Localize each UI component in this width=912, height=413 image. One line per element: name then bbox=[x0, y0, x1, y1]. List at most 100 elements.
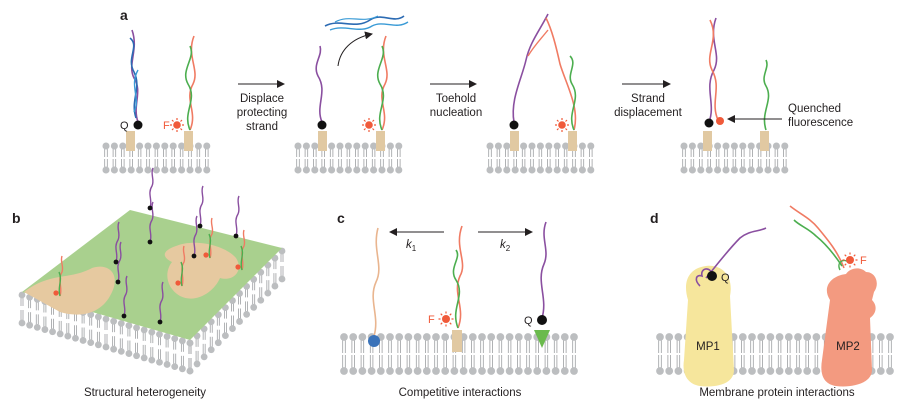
quenched-fluorophore bbox=[716, 117, 724, 125]
fluorophore-label: F bbox=[860, 255, 867, 267]
lipid-head bbox=[784, 333, 793, 341]
membrane-a-3 bbox=[486, 142, 595, 174]
lipid-head bbox=[496, 333, 505, 341]
probe-strand bbox=[149, 167, 154, 209]
lipid-head bbox=[376, 367, 385, 375]
stage-3-probes bbox=[509, 13, 577, 151]
membrane-a-1 bbox=[102, 142, 211, 174]
lipid-head bbox=[494, 166, 502, 174]
lipid-head bbox=[520, 142, 528, 150]
lipid-head bbox=[551, 333, 560, 341]
lipid-head bbox=[26, 321, 34, 329]
quencher-dot bbox=[121, 313, 127, 319]
lipid-head bbox=[110, 317, 118, 325]
lipid-head bbox=[757, 367, 766, 375]
lipid-head bbox=[587, 142, 595, 150]
lipid-head bbox=[714, 142, 722, 150]
lipid-head bbox=[674, 333, 683, 341]
membrane-a-2 bbox=[294, 142, 403, 174]
lipid-head bbox=[748, 333, 756, 341]
lipid-head bbox=[404, 333, 413, 341]
panel-a: a Q F Displace protecting strand bbox=[102, 7, 853, 174]
lipid-head bbox=[794, 367, 802, 375]
lipid-head bbox=[772, 142, 780, 150]
lipid-head bbox=[87, 339, 95, 347]
lipid-head bbox=[524, 367, 532, 375]
lipid-head bbox=[784, 367, 793, 375]
step-1-label-line-1: Displace bbox=[240, 93, 284, 105]
lipid-head bbox=[468, 367, 477, 375]
stage-2-probes bbox=[315, 15, 409, 151]
lipid-head bbox=[311, 166, 319, 174]
lipid-head bbox=[294, 166, 302, 174]
anchor-block bbox=[126, 131, 135, 151]
domain-patch bbox=[164, 242, 239, 299]
lipid-head bbox=[236, 318, 243, 325]
lipid-head bbox=[194, 142, 202, 150]
panel-c-caption: Competitive interactions bbox=[399, 387, 522, 399]
lipid-head bbox=[302, 142, 310, 150]
lipid-head bbox=[193, 360, 201, 368]
lipid-head bbox=[169, 142, 177, 150]
lipid-head bbox=[243, 310, 251, 318]
lipid-head bbox=[551, 367, 560, 375]
lipid-head bbox=[739, 166, 747, 174]
release-arrow bbox=[337, 31, 373, 67]
k2-label: k2 bbox=[500, 239, 511, 253]
lipid-head bbox=[705, 166, 713, 174]
lipid-head bbox=[302, 166, 310, 174]
lipid-head bbox=[264, 289, 272, 297]
panel-c: c k1 k2 F Q Competitive interactions bbox=[337, 210, 578, 399]
lipid-head bbox=[450, 367, 459, 375]
lipid-head bbox=[560, 333, 569, 341]
probe-strand bbox=[193, 215, 198, 257]
lipid-head bbox=[886, 333, 894, 341]
lipid-head bbox=[94, 313, 102, 321]
lipid-head bbox=[367, 367, 376, 375]
lipid-head bbox=[562, 166, 570, 174]
panel-b-letter: b bbox=[12, 210, 21, 226]
lipid-head bbox=[432, 333, 440, 341]
quencher-dot bbox=[191, 253, 197, 259]
lipid-head bbox=[144, 166, 152, 174]
lipid-head bbox=[370, 166, 378, 174]
stage-4-probes: Quenched fluorescence bbox=[703, 17, 853, 151]
step-2-label-line-2: nucleation bbox=[430, 107, 482, 119]
quencher-dot bbox=[537, 315, 547, 325]
lipid-head bbox=[336, 166, 344, 174]
probe-strand bbox=[241, 229, 246, 271]
panel-a-letter: a bbox=[120, 7, 128, 23]
lipid-head bbox=[133, 352, 140, 360]
lipid-head bbox=[119, 166, 127, 174]
quenched-label-line-1: Quenched bbox=[788, 103, 841, 115]
lipid-head bbox=[161, 166, 169, 174]
panel-b: b Structural heterogeneity bbox=[12, 167, 286, 399]
lipid-head bbox=[570, 367, 578, 375]
lipid-head bbox=[680, 166, 688, 174]
lipid-head bbox=[102, 166, 110, 174]
probe-strand bbox=[208, 233, 212, 259]
lipid-head bbox=[562, 142, 570, 150]
lipid-head bbox=[511, 166, 519, 174]
lipid-head bbox=[178, 166, 186, 174]
lipid-head bbox=[432, 367, 440, 375]
step-1-label-line-2: protecting bbox=[237, 107, 288, 119]
lipid-head bbox=[156, 358, 163, 366]
lipid-head bbox=[697, 166, 705, 174]
lipid-head bbox=[536, 142, 544, 150]
lipid-head bbox=[478, 333, 486, 341]
lipid-head bbox=[553, 166, 561, 174]
lipid-head bbox=[33, 323, 41, 331]
quencher-dot bbox=[157, 319, 163, 325]
quencher-dot bbox=[133, 120, 143, 130]
lipid-head bbox=[163, 333, 171, 340]
probe-strand bbox=[180, 261, 184, 287]
step-1-label-line-3: strand bbox=[246, 121, 278, 133]
lipid-head bbox=[18, 291, 26, 299]
lipid-head bbox=[358, 333, 367, 341]
lipid-head bbox=[214, 339, 222, 347]
quencher-dot bbox=[707, 271, 717, 281]
panel-d: d MP1 Q MP2 F Membrane protein interacti… bbox=[650, 205, 894, 399]
lipid-head bbox=[171, 335, 179, 343]
lipid-head bbox=[812, 333, 821, 341]
